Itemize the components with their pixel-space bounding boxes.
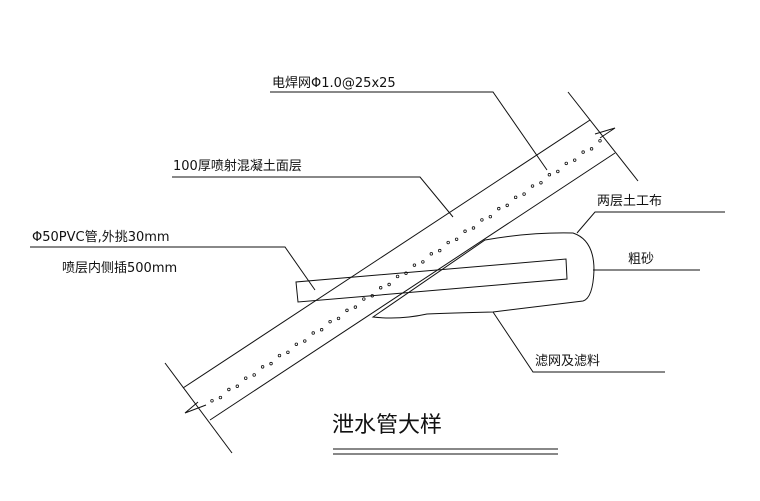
shotcrete-label: 100厚喷射混凝土面层 (173, 158, 302, 174)
drawing-title: 泄水管大样 (332, 413, 442, 438)
mesh-dot (235, 384, 240, 388)
slab-top-edge (182, 119, 591, 389)
mesh-dot (387, 282, 391, 287)
mesh-dot (421, 260, 425, 264)
mesh-dot (345, 308, 349, 313)
mesh-line-bottom-arrow (184, 401, 207, 414)
mesh-dot (311, 331, 315, 335)
mesh-dot (328, 319, 332, 324)
pvc-pipe (295, 258, 568, 303)
sand-label: 粗砂 (628, 252, 654, 267)
mesh-dot (362, 297, 366, 301)
mesh-dot (438, 248, 442, 253)
mesh-dot (471, 226, 476, 230)
mesh-dot (463, 229, 467, 233)
mesh-dot (598, 139, 602, 143)
coarse-sand-fill (371, 232, 595, 319)
mesh-dot (269, 361, 273, 366)
mesh-dots (210, 139, 602, 403)
slab-bottom-edge (209, 152, 616, 421)
pipe-label-line2: 喷层内侧插500mm (62, 260, 177, 276)
mesh-dot (319, 328, 324, 332)
mesh-dot (480, 218, 484, 222)
mesh-dot (581, 150, 585, 154)
mesh-dot (395, 274, 400, 279)
shotcrete-leader (172, 176, 454, 218)
geotextile-leader (576, 211, 725, 234)
mesh-dot (277, 353, 282, 358)
mesh-dot (497, 206, 501, 211)
mesh-dot (218, 395, 223, 400)
mesh-line-top-arrow (594, 127, 616, 139)
mesh-dot (539, 181, 543, 185)
mesh-dot (303, 339, 307, 343)
mesh-label: 电焊网Φ1.0@25x25 (272, 75, 396, 91)
mesh-dot (412, 263, 417, 267)
mesh-dot (252, 373, 256, 377)
mesh-dot (454, 237, 459, 241)
mesh-dot (556, 169, 560, 174)
mesh-dot (572, 158, 577, 162)
mesh-dot (294, 342, 299, 346)
mesh-dot (446, 240, 450, 245)
mesh-dot (564, 161, 568, 166)
mesh-dot (522, 192, 526, 196)
dimension-tick-bottom (164, 362, 233, 454)
mesh-dot (505, 203, 509, 208)
mesh-dot (210, 399, 214, 403)
mesh-dot (589, 147, 594, 151)
mesh-dot (286, 350, 290, 355)
dimension-tick-top (567, 91, 639, 182)
geotextile-label: 两层土工布 (597, 194, 662, 209)
mesh-dot (429, 252, 434, 256)
mesh-dot (547, 173, 552, 177)
pipe-leader (30, 246, 316, 291)
mesh-leader (270, 91, 548, 171)
mesh-dot (336, 316, 341, 321)
filter-label: 滤网及滤料 (535, 354, 600, 369)
mesh-dot (530, 184, 535, 188)
mesh-dot (378, 286, 383, 290)
mesh-dot (488, 214, 493, 219)
pipe-label-line1: Φ50PVC管,外挑30mm (32, 230, 170, 245)
mesh-dot (227, 387, 231, 392)
mesh-dot (244, 376, 248, 380)
mesh-dot (353, 305, 358, 309)
mesh-dot (260, 365, 265, 369)
filter-leader (492, 311, 665, 373)
mesh-dot (513, 195, 518, 200)
